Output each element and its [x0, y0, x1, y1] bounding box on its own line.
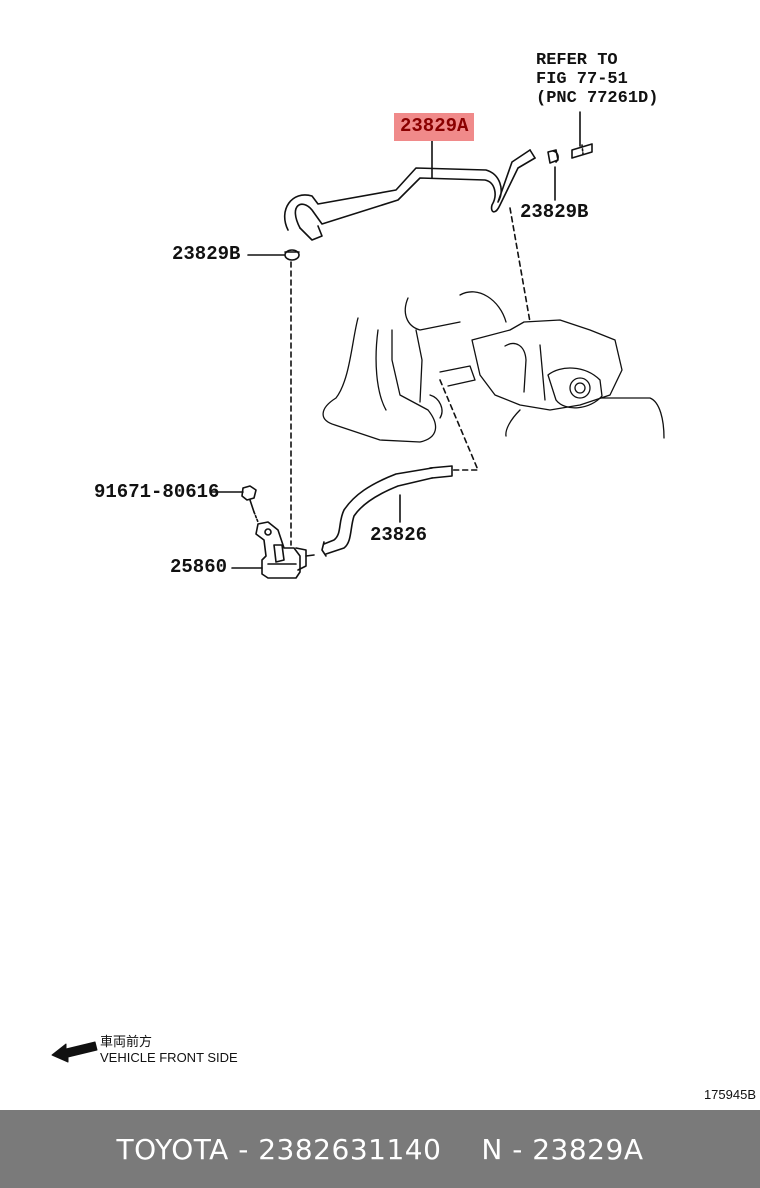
clip-23829b-right[interactable]	[547, 149, 559, 164]
part-label-23829a[interactable]: 23829A	[394, 113, 475, 141]
parts-diagram	[51, 111, 665, 1063]
clip-23829b-left[interactable]	[284, 249, 300, 261]
bolt-91671-80616[interactable]	[241, 485, 259, 523]
footer-brand-part: TOYOTA - 2382631140	[116, 1132, 442, 1166]
valve-25860[interactable]	[255, 521, 315, 579]
part-label-23826[interactable]: 23826	[370, 524, 428, 546]
footer-pnc: N - 23829A	[481, 1132, 644, 1166]
hose-23829a[interactable]	[283, 149, 536, 241]
guide-lines	[290, 207, 531, 546]
part-label-23829b-right[interactable]: 23829B	[520, 201, 589, 223]
legend-english: VEHICLE FRONT SIDE	[100, 1050, 238, 1065]
legend-japanese: 車両前方	[100, 1034, 153, 1049]
refer-note-line2: FIG 77-51	[536, 70, 628, 89]
refer-note-line1: REFER TO	[536, 51, 618, 70]
footer-bar: TOYOTA - 2382631140 N - 23829A	[0, 1110, 760, 1188]
refer-note-line3: (PNC 77261D)	[536, 89, 659, 108]
part-label-91671-80616[interactable]: 91671-80616	[94, 481, 220, 503]
diagram-code: 175945B	[703, 1087, 756, 1102]
part-label-23829b-left[interactable]: 23829B	[172, 243, 241, 265]
part-label-25860[interactable]: 25860	[170, 556, 228, 578]
refer-pipe	[571, 111, 593, 159]
hose-23826[interactable]	[321, 465, 453, 557]
engine-outline	[322, 291, 665, 443]
front-arrow-icon	[51, 1041, 98, 1063]
